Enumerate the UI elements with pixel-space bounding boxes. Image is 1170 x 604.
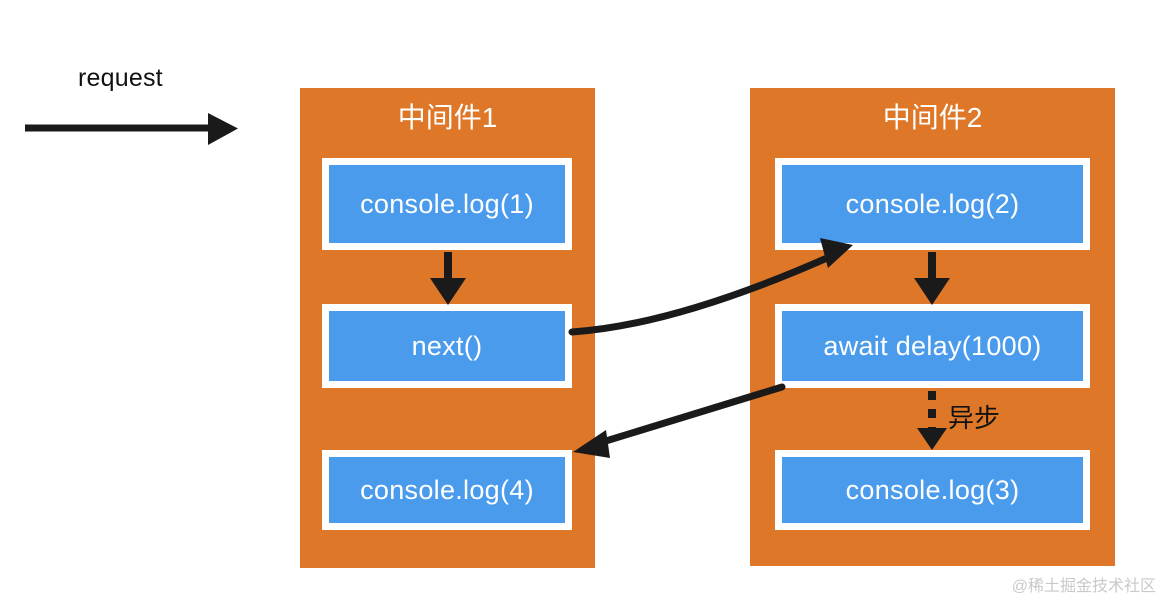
request-arrow-icon	[25, 113, 238, 145]
step-box-next: next()	[322, 304, 572, 388]
step-box-console-log-2: console.log(2)	[775, 158, 1090, 250]
watermark: @稀土掘金技术社区	[1011, 578, 1156, 595]
step-box-console-log-4: console.log(4)	[322, 450, 572, 530]
step-box-console-log-3: console.log(3)	[775, 450, 1090, 530]
request-label: request	[78, 64, 163, 92]
step-box-console-log-1: console.log(1)	[322, 158, 572, 250]
middleware-1-title: 中间件1	[397, 102, 498, 133]
async-annotation-label: 异步	[948, 403, 1001, 433]
step-box-await-delay: await delay(1000)	[775, 304, 1090, 388]
middleware-2-title: 中间件2	[882, 102, 983, 133]
